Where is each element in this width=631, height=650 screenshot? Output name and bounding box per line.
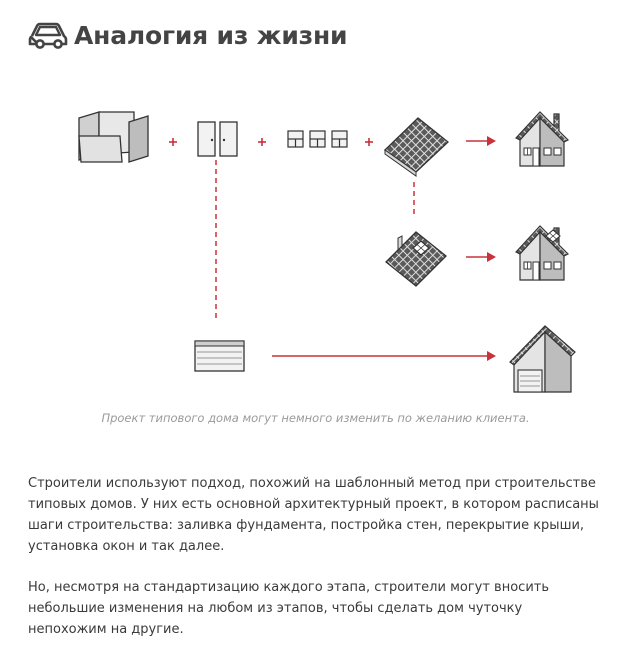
illustration-caption: Проект типового дома могут немного измен…	[101, 411, 530, 425]
house-with-skylight	[515, 225, 569, 281]
arrow-to-house-3	[272, 351, 496, 361]
arrow-to-house-1	[466, 136, 496, 146]
walls-component	[78, 111, 149, 163]
car-icon	[28, 22, 68, 49]
roof-component	[383, 117, 449, 177]
windows-component	[287, 130, 348, 148]
plus-sign-1	[169, 138, 177, 146]
section-heading: Аналогия из жизни	[28, 20, 348, 50]
template-method-illustration	[78, 111, 576, 393]
roof-with-window-component	[385, 231, 447, 287]
paragraph-1: Строители используют подход, похожий на …	[28, 476, 599, 554]
plus-sign-2	[258, 138, 266, 146]
doors-component	[197, 121, 238, 157]
plus-sign-3	[365, 138, 373, 146]
arrow-to-house-2	[466, 252, 496, 262]
section-title: Аналогия из жизни	[74, 20, 348, 50]
standard-house	[515, 111, 569, 167]
garage-door-component	[194, 340, 245, 372]
paragraph-2: Но, несмотря на стандартизацию каждого э…	[28, 580, 550, 637]
house-with-garage	[509, 325, 576, 393]
